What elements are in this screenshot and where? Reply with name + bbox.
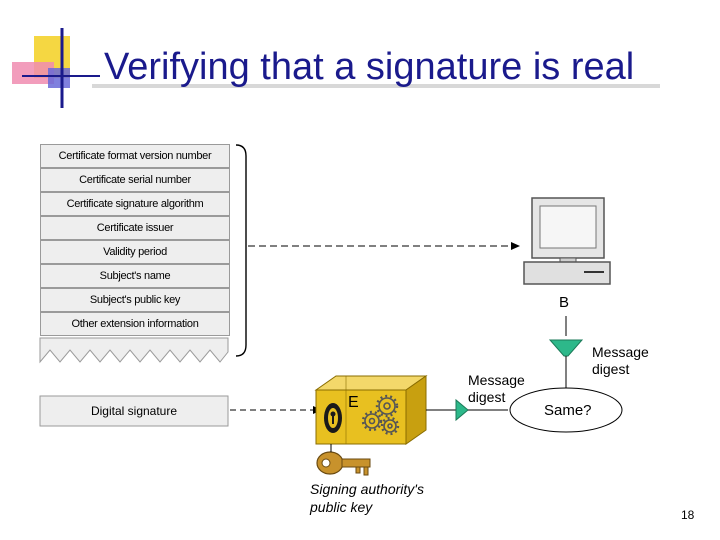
certificate-torn-edge	[39, 337, 229, 364]
cert-field-serial: Certificate serial number	[40, 168, 230, 192]
cert-field-version: Certificate format version number	[40, 144, 230, 168]
decryption-box-icon	[314, 375, 428, 445]
computer-label: B	[559, 294, 570, 311]
slide-title: Verifying that a signature is real	[104, 46, 635, 88]
digest-arrow-icon	[455, 398, 469, 422]
compare-label: Same?	[544, 402, 592, 419]
cert-field-validity: Validity period	[40, 240, 230, 264]
arrowhead-computer	[511, 242, 520, 250]
key-label-line2: public key	[310, 499, 373, 515]
digital-signature-label: Digital signature	[90, 404, 178, 418]
box-label: E	[348, 394, 359, 411]
message-digest-right: Message digest	[592, 344, 649, 377]
cert-field-issuer: Certificate issuer	[40, 216, 230, 240]
cert-field-algorithm: Certificate signature algorithm	[40, 192, 230, 216]
digest-funnel-icon	[548, 339, 584, 357]
cert-field-public-key: Subject's public key	[40, 288, 230, 312]
computer-icon	[523, 197, 611, 285]
certificate-bracket	[235, 144, 247, 357]
key-label-line1: Signing authority's	[310, 481, 424, 497]
page-number: 18	[681, 508, 695, 522]
cert-field-extensions: Other extension information	[40, 312, 230, 336]
cert-field-subject-name: Subject's name	[40, 264, 230, 288]
public-key-icon	[316, 444, 371, 476]
compare-oval	[509, 387, 623, 433]
corner-decoration	[12, 28, 660, 108]
message-digest-left: Message digest	[468, 372, 525, 405]
